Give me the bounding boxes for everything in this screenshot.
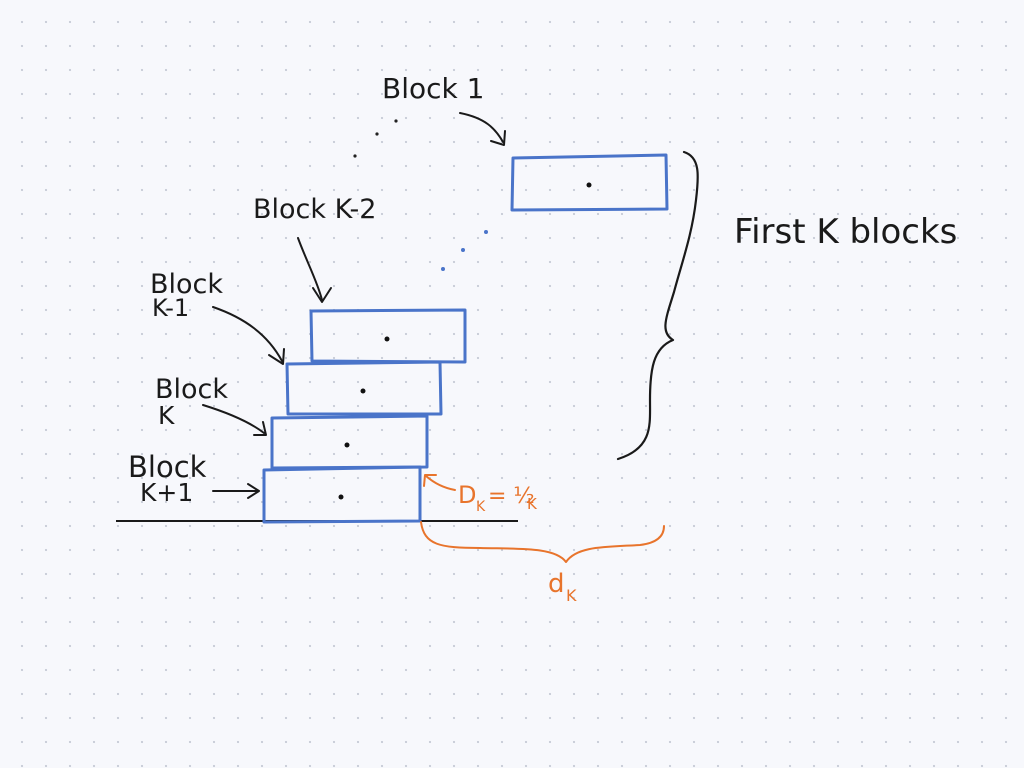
first-k-blocks-brace [616, 150, 699, 461]
block-k-plus-1-center-dot [338, 494, 344, 500]
arrowhead-block-k [253, 421, 267, 436]
ellipsis-dot [353, 154, 357, 158]
block-1-center-dot [586, 182, 592, 188]
blue-ellipsis-dot [441, 267, 445, 271]
label-block-k-line2: K [158, 401, 175, 430]
block-k-minus-2-center-dot [384, 336, 390, 342]
distance-brace [420, 521, 665, 563]
distance-label-d: d [548, 569, 565, 599]
block-k-plus-1 [262, 465, 422, 524]
block-k-minus-2 [309, 308, 467, 364]
arrowhead-block-k-minus-1 [268, 348, 285, 365]
offset-formula-sub: K [476, 499, 486, 515]
arrowhead-block-k-minus-2 [312, 287, 332, 303]
arrow-block-k-minus-2 [297, 237, 323, 301]
block-k-minus-1-center-dot [360, 388, 366, 394]
arrow-block-k-minus-1 [212, 306, 283, 362]
block-k [270, 414, 429, 470]
block-k-minus-1 [285, 360, 443, 416]
label-block-k-minus-1-line2: K-1 [152, 294, 189, 322]
label-block-k-minus-2: Block K-2 [253, 194, 376, 225]
arrow-block-1 [459, 112, 504, 143]
offset-formula-d: D [458, 481, 476, 509]
ellipsis-dot [394, 119, 398, 123]
blue-ellipsis-dot [461, 248, 465, 252]
distance-label-sub: K [566, 586, 577, 605]
block-k-center-dot [344, 442, 350, 448]
label-first-k-blocks: First K blocks [734, 212, 957, 252]
offset-formula: D K = ½ K [458, 481, 538, 515]
label-block-k-minus-1-line1: Block [150, 269, 223, 300]
label-block-k-line1: Block [155, 374, 228, 405]
offset-arrow [425, 475, 456, 491]
arrowhead-block-1 [490, 130, 506, 146]
offset-formula-sub2: K [527, 495, 538, 513]
label-block-k-plus-1-line1: Block [128, 450, 207, 484]
block-1 [510, 153, 669, 212]
blue-ellipsis-dot [484, 230, 488, 234]
offset-arrowhead [423, 474, 437, 487]
label-block-k-plus-1-line2: K+1 [140, 478, 193, 507]
ellipsis-dot [375, 132, 379, 136]
label-block-1: Block 1 [382, 72, 484, 105]
arrow-block-k [202, 404, 265, 434]
offset-formula-rest: = ½ [488, 484, 535, 509]
distance-label: d K [548, 569, 577, 605]
arrowhead-block-k-plus-1 [247, 483, 260, 499]
